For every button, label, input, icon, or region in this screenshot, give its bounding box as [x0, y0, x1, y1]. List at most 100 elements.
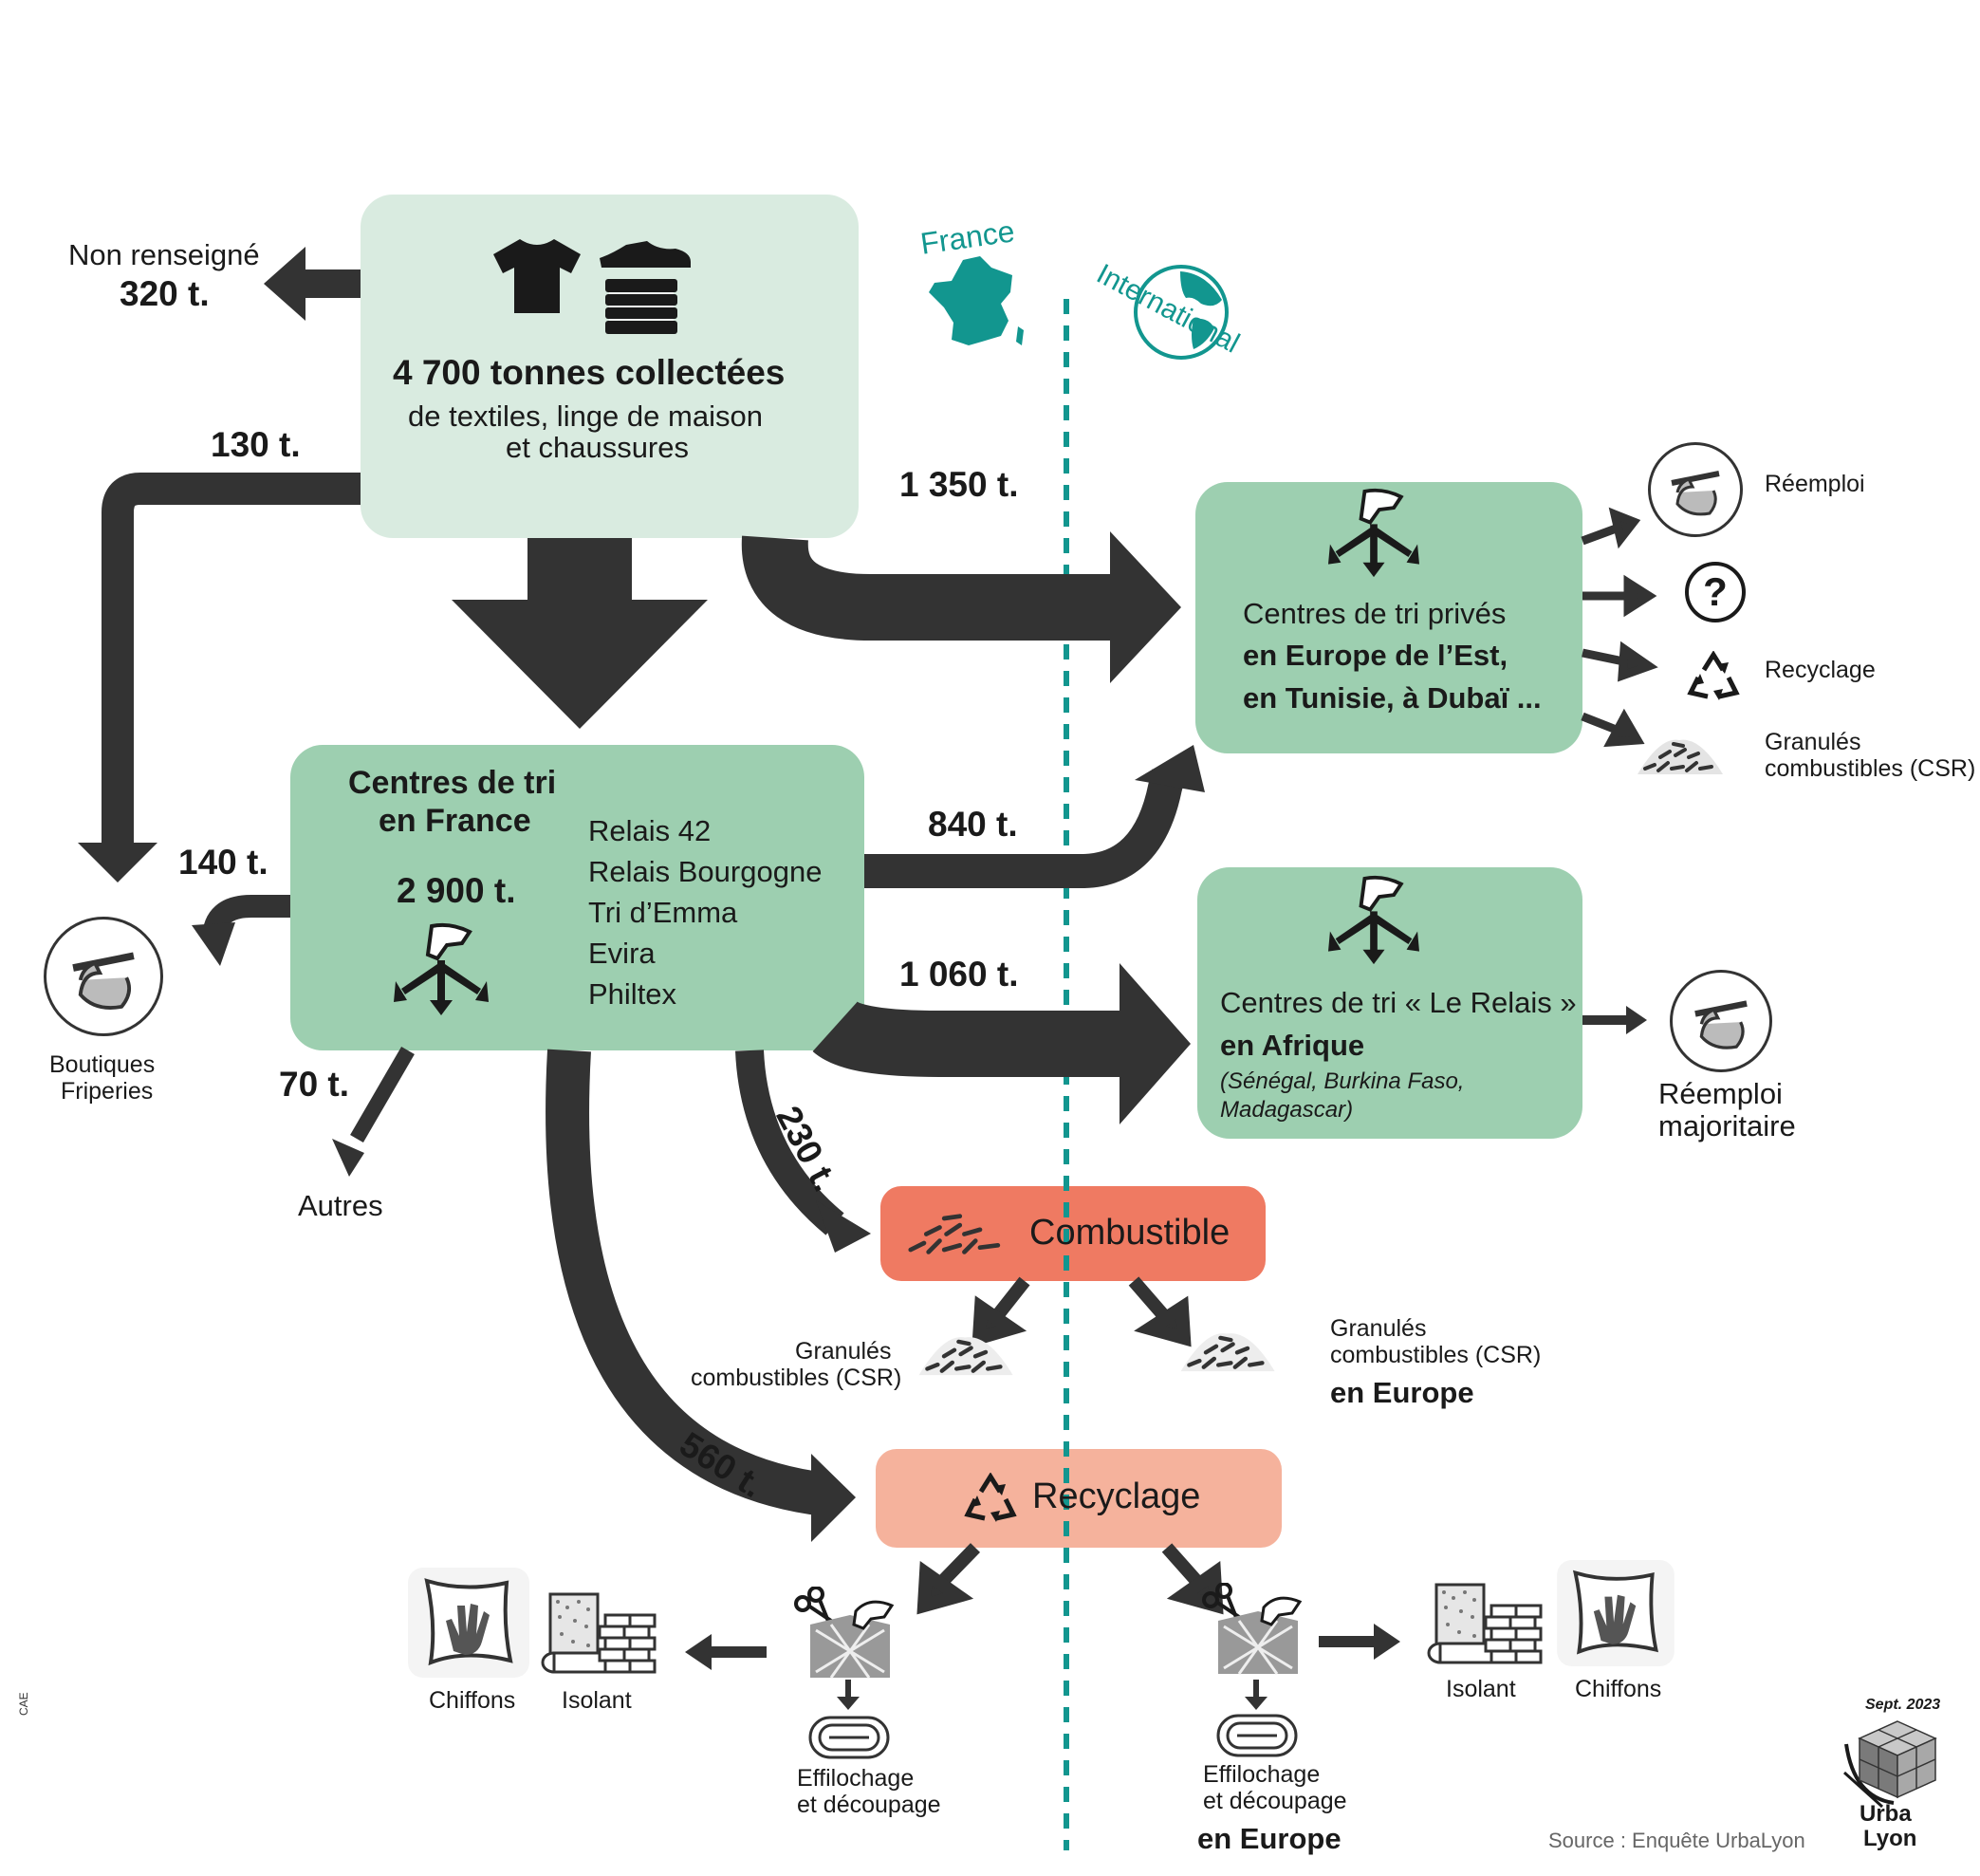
collect-line1: de textiles, linge de maison: [408, 399, 763, 433]
sort-france-box: [290, 745, 864, 1050]
qty-130: 130 t.: [211, 425, 301, 464]
combustible-right3: en Europe: [1330, 1376, 1474, 1409]
sort-france-title1: Centres de tri: [348, 765, 557, 801]
logo-text2: Lyon: [1863, 1826, 1917, 1851]
member-item: Philtex: [588, 977, 677, 1011]
intl-granules-line2: combustibles (CSR): [1765, 755, 1976, 782]
africa-line4: Madagascar): [1220, 1097, 1354, 1123]
intl-granules-line1: Granulés: [1765, 729, 1861, 755]
qty-1060: 1 060 t.: [899, 955, 1019, 994]
non-renseigne-qty: 320 t.: [120, 274, 210, 313]
recyclage-box: [876, 1449, 1282, 1548]
intl-reemploi-label: Réemploi: [1765, 471, 1865, 497]
arrow-collect-to-sort: [452, 538, 708, 729]
combustible-title: Combustible: [1029, 1213, 1231, 1253]
africa-line1: Centres de tri « Le Relais »: [1220, 986, 1577, 1019]
sorting-hand-icon: [1328, 875, 1419, 965]
arrow-africa-reemploi: [1582, 1006, 1647, 1034]
arrow-130: [102, 473, 361, 854]
sort-france-title2: en France: [379, 803, 531, 839]
question-icon: ?: [1685, 562, 1746, 622]
arrow-1060: [812, 999, 1124, 1077]
arrow-recycle-left: [685, 1634, 767, 1670]
qty-840: 840 t.: [928, 805, 1018, 844]
combustible-right1: Granulés: [1330, 1315, 1427, 1342]
recyclage-title: Recyclage: [1032, 1477, 1201, 1516]
granules-icon: [1638, 739, 1723, 774]
africa-out1: Réemploi: [1658, 1077, 1783, 1110]
sorting-hand-icon: [1328, 488, 1419, 578]
africa-line3: (Sénégal, Burkina Faso,: [1220, 1068, 1465, 1094]
effilochage-small-arrows: [837, 1680, 1268, 1710]
credit-label: CAE: [17, 1692, 30, 1716]
arrow-70: [350, 1046, 415, 1143]
non-renseigne-label: Non renseigné: [68, 238, 260, 271]
effilochage-icon: [794, 1587, 895, 1679]
folded-linen-icon: [605, 279, 677, 334]
logo-date: Sept. 2023: [1865, 1697, 1941, 1713]
arrows-intl-outputs: [1581, 507, 1658, 748]
insulation-icon: [541, 1592, 657, 1674]
rag-icon: [1557, 1560, 1675, 1666]
arrow-840: [864, 769, 1186, 888]
member-item: Tri d’Emma: [588, 896, 738, 929]
qty-70: 70 t.: [279, 1065, 350, 1104]
member-item: Evira: [588, 937, 656, 970]
qty-1350: 1 350 t.: [899, 465, 1019, 504]
effilochage-left-line1: Effilochage: [797, 1765, 915, 1792]
shoe-icon: [600, 241, 691, 268]
intl-private-line2: en Europe de l’Est,: [1243, 639, 1508, 672]
combustible-left1: Granulés: [795, 1338, 892, 1365]
granules-icon: [1180, 1333, 1275, 1372]
arrows-combustible: [971, 1276, 1192, 1347]
africa-line2: en Afrique: [1220, 1029, 1365, 1062]
arrows-recyclage: [916, 1543, 1224, 1615]
recycle-icon: [964, 1473, 1017, 1522]
arrow-230: [735, 1049, 844, 1235]
sorting-hand-icon: [394, 922, 489, 1015]
intl-private-line1: Centres de tri privés: [1243, 597, 1507, 630]
africa-out2: majoritaire: [1658, 1109, 1796, 1142]
boutiques-line2: Friperies: [61, 1078, 154, 1105]
intl-private-line3: en Tunisie, à Dubaï ...: [1243, 681, 1542, 715]
africa-box: [1197, 867, 1582, 1139]
reemploi-icon: [1670, 970, 1772, 1072]
boutiques-hanger-icon: [44, 917, 163, 1036]
arrow-non-renseigne: [264, 247, 361, 321]
granules-icon: [918, 1337, 1013, 1376]
fiber-roll-icon: [808, 1716, 890, 1759]
intl-recyclage-label: Recyclage: [1765, 657, 1876, 683]
recyclage-europe-label: en Europe: [1197, 1822, 1342, 1855]
combustible-left2: combustibles (CSR): [691, 1365, 902, 1391]
effilochage-left-line2: et découpage: [797, 1792, 941, 1818]
boutiques-line1: Boutiques: [49, 1051, 156, 1078]
recyclage-chiffons-right: Chiffons: [1575, 1676, 1662, 1702]
fiber-roll-icon: [1216, 1714, 1298, 1757]
effilochage-right-line2: et découpage: [1203, 1788, 1347, 1814]
urbalyon-logo-icon: [1842, 1720, 1937, 1809]
tshirt-icon: [493, 239, 581, 313]
collect-total: 4 700 tonnes collectées: [393, 353, 786, 392]
recyclage-chiffons-left: Chiffons: [429, 1687, 516, 1714]
intl-private-box: [1195, 482, 1582, 753]
sort-france-qty: 2 900 t.: [397, 871, 516, 910]
source-label: Source : Enquête UrbaLyon: [1548, 1829, 1805, 1852]
combustible-right2: combustibles (CSR): [1330, 1342, 1542, 1368]
france-map-icon: [929, 256, 1024, 345]
logo-text1: Urba: [1860, 1801, 1912, 1827]
recyclage-isolant-left: Isolant: [562, 1687, 632, 1714]
arrow-recycle-right: [1319, 1624, 1400, 1660]
sort-france-members: Relais 42 Relais Bourgogne Tri d’Emma Ev…: [588, 810, 822, 1014]
insulation-icon: [1427, 1583, 1543, 1664]
recycle-icon: [1687, 651, 1740, 700]
recyclage-isolant-right: Isolant: [1446, 1676, 1516, 1702]
collect-box: [361, 195, 859, 538]
effilochage-icon: [1202, 1583, 1303, 1675]
rag-icon: [408, 1568, 529, 1678]
effilochage-right-line1: Effilochage: [1203, 1761, 1321, 1788]
arrow-560: [546, 1049, 828, 1516]
member-item: Relais Bourgogne: [588, 855, 823, 888]
collect-line2: et chaussures: [506, 431, 689, 464]
granules-icon: [908, 1214, 1001, 1254]
